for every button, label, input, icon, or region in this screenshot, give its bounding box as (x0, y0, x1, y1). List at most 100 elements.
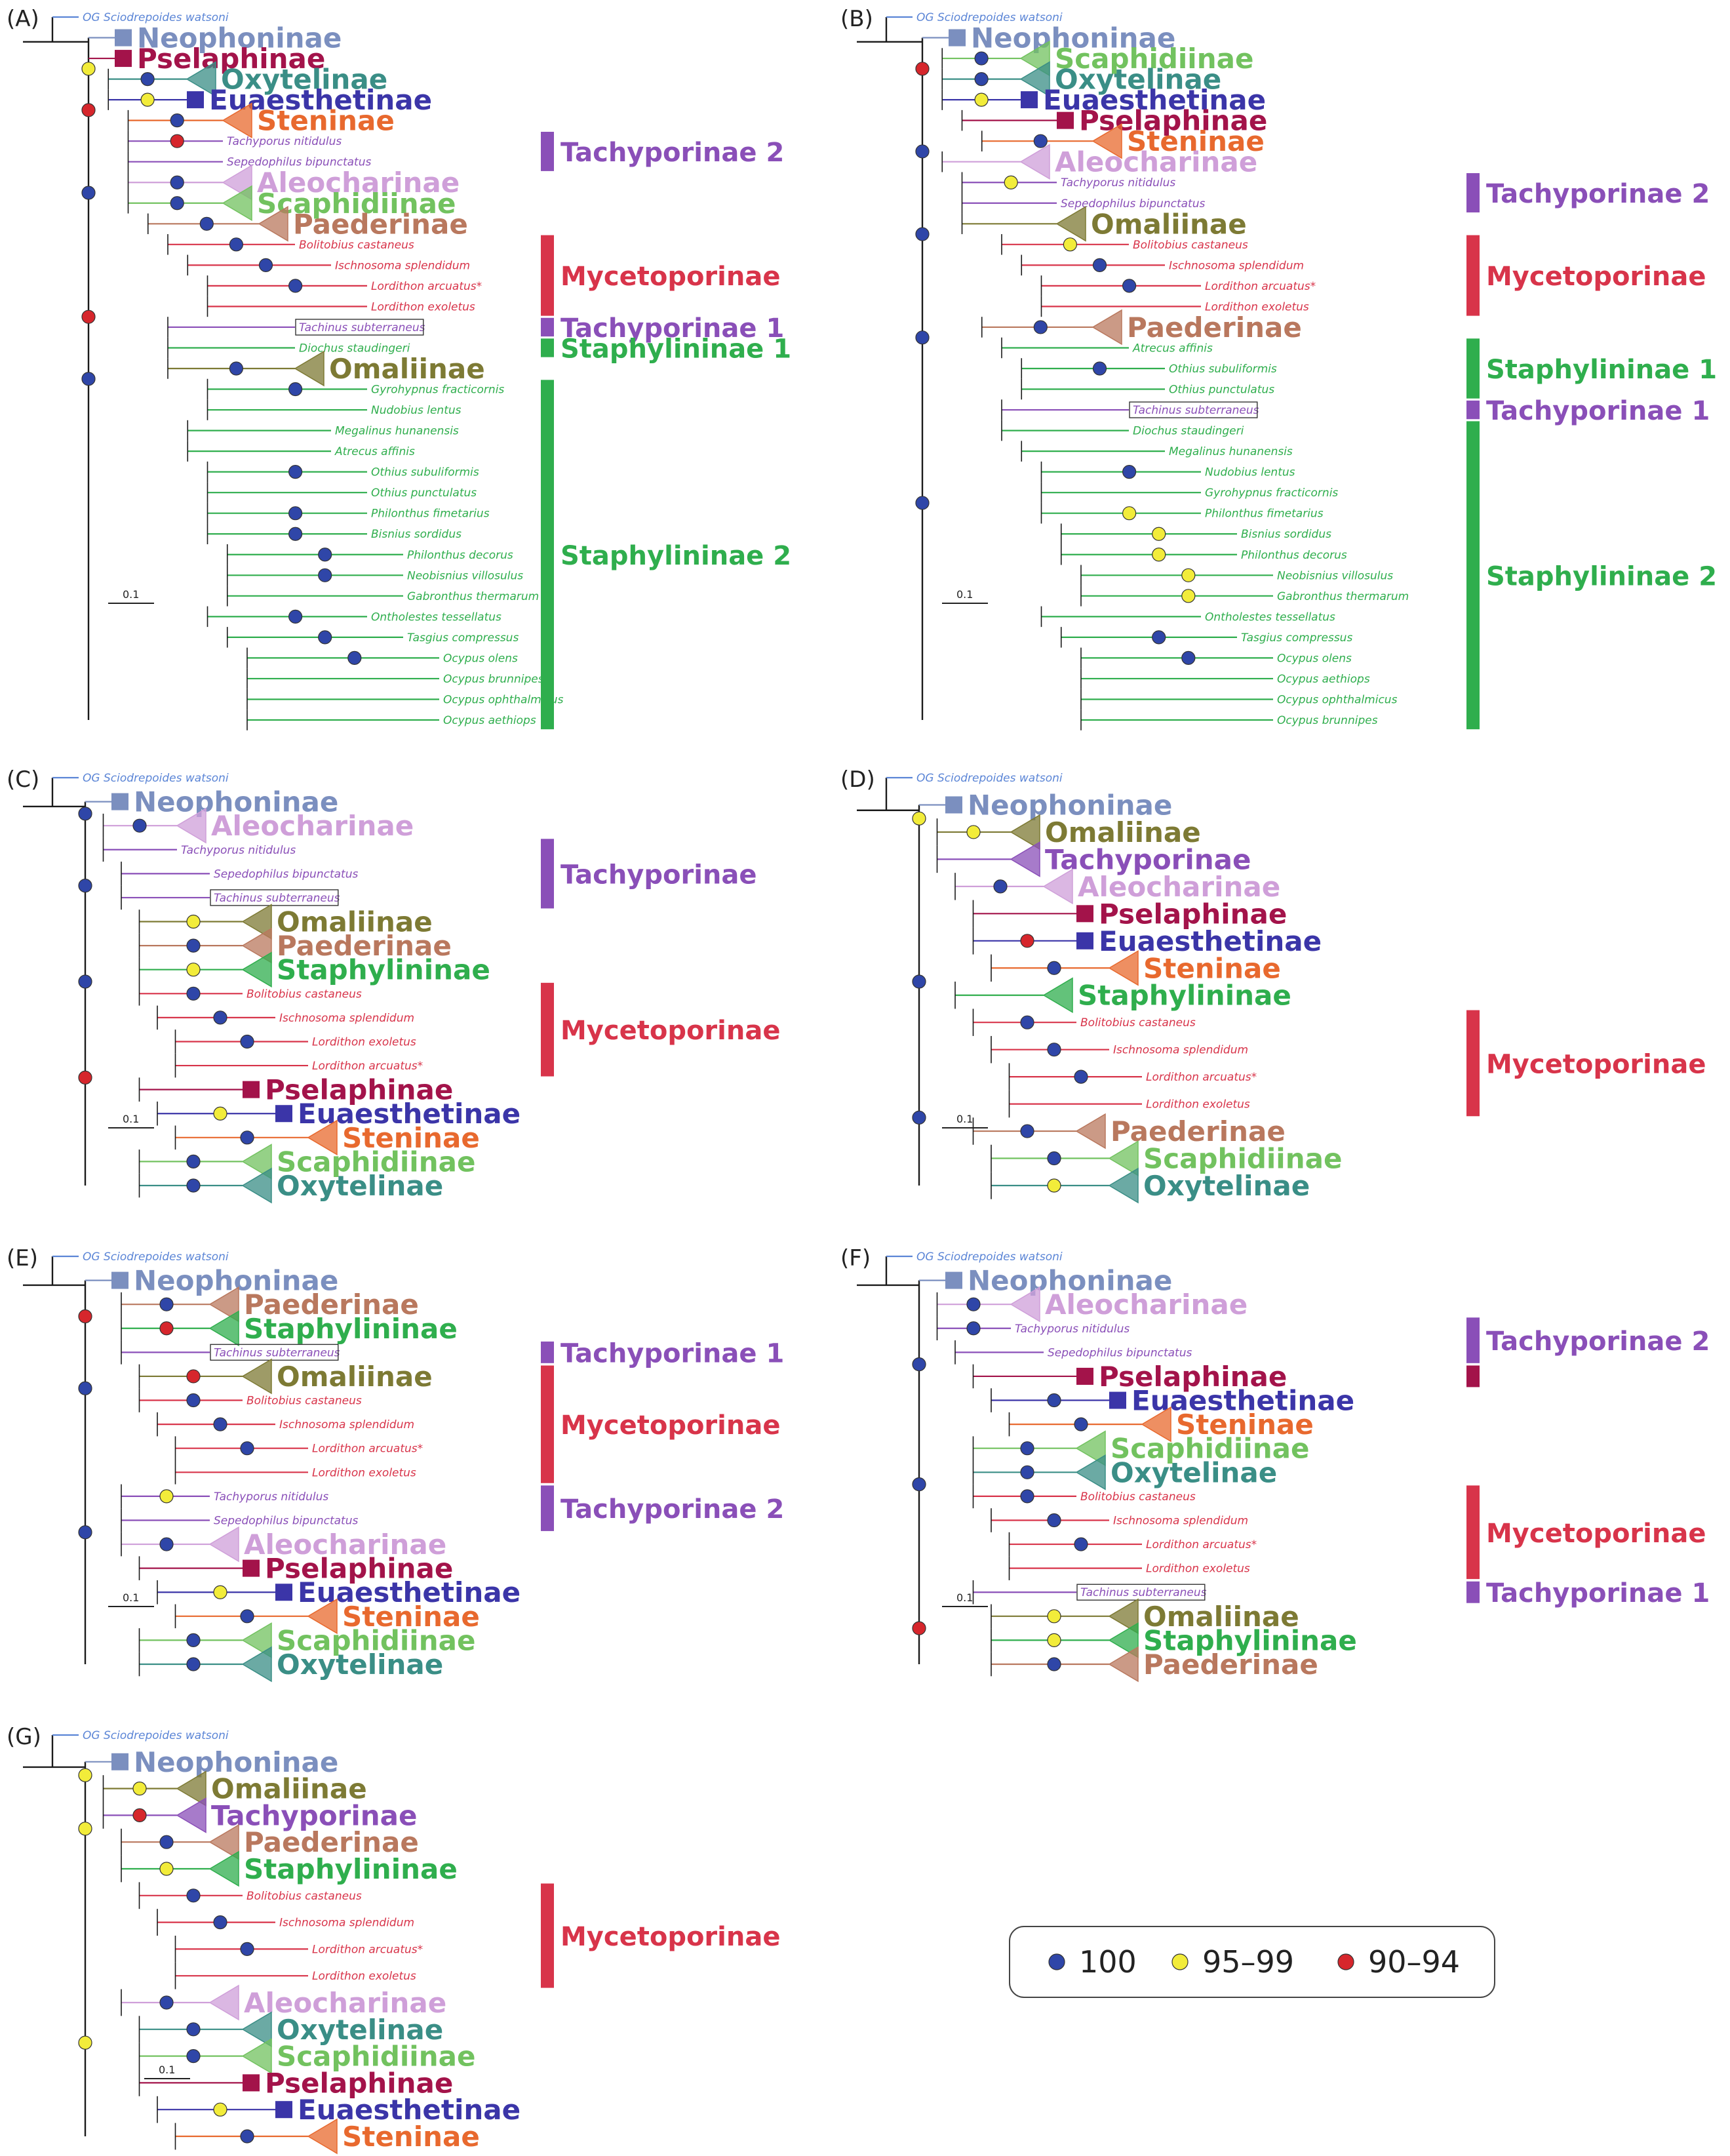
species-label: Nudobius lentus (371, 404, 462, 417)
clade-bar-label: Mycetoporinae (1486, 1519, 1706, 1549)
species-label: Philonthus fimetarius (371, 508, 490, 521)
clade-bar (1466, 421, 1480, 730)
clade-bar-label: Tachyporinae 1 (560, 313, 784, 344)
single-taxon-square (1109, 1391, 1126, 1409)
single-taxon-square (945, 796, 962, 814)
single-taxon-square (115, 29, 132, 47)
species-label: OG Sciodrepoides watsoni (916, 1250, 1063, 1264)
single-taxon-square (111, 1271, 128, 1289)
clade-label: Omaliinae (277, 1361, 433, 1393)
collapsed-clade-triangle (1141, 1406, 1171, 1443)
support-node (81, 372, 96, 386)
support-node (78, 1070, 92, 1085)
collapsed-clade-triangle (307, 1598, 338, 1635)
species-label: Othius subuliformis (371, 466, 479, 479)
species-label: Ischnosoma splendidum (1169, 259, 1304, 272)
clade-label: Neophoninae (134, 786, 338, 818)
support-node (199, 216, 214, 231)
support-node (974, 51, 989, 66)
collapsed-clade-triangle (1075, 1454, 1106, 1490)
clade-bar-label: Staphylininae 2 (560, 541, 791, 571)
support-node (240, 1034, 254, 1049)
support-node (81, 103, 96, 117)
species-label: Bisnius sordidus (371, 528, 462, 541)
clade-bar (541, 982, 554, 1077)
legend-label: 95–99 (1202, 1944, 1294, 1980)
species-label: Diochus staudingeri (299, 342, 410, 355)
collapsed-clade-triangle (186, 61, 216, 97)
clade-bar-label: Mycetoporinae (560, 262, 780, 292)
support-node (1047, 961, 1061, 975)
support-node (1033, 320, 1048, 334)
support-node (132, 1782, 147, 1796)
collapsed-clade-triangle (1010, 1286, 1040, 1323)
single-taxon-square (187, 91, 204, 109)
species-label: Bolitobius castaneus (1080, 1016, 1196, 1029)
single-taxon-square (1076, 932, 1093, 949)
legend-label: 100 (1079, 1944, 1137, 1980)
support-node (240, 1130, 254, 1145)
clade-label: Oxytelinae (221, 64, 387, 96)
collapsed-clade-triangle (1108, 1140, 1139, 1176)
collapsed-clade-triangle (307, 1119, 338, 1156)
support-node (159, 1321, 174, 1336)
clade-label: Oxytelinae (1111, 1456, 1277, 1488)
support-node (140, 92, 155, 107)
clade-label: Aleocharinae (1055, 146, 1257, 178)
species-label: Lordithon exoletus (312, 1466, 416, 1479)
collapsed-clade-triangle (1108, 1598, 1139, 1635)
collapsed-clade-triangle (208, 1984, 239, 2021)
collapsed-clade-triangle (1075, 1430, 1106, 1467)
species-label: Lordithon arcuatus* (1205, 280, 1316, 293)
tree-panel-g: (G)OG Sciodrepoides watsoniNeophoninaeOm… (7, 1724, 780, 2155)
species-label: Philonthus fimetarius (1205, 508, 1324, 521)
clade-label: Steninae (1176, 1408, 1314, 1441)
collapsed-clade-triangle (258, 205, 288, 242)
clade-label: Staphylininae (1143, 1624, 1357, 1656)
clade-bar (541, 839, 554, 909)
collapsed-clade-triangle (208, 1850, 239, 1887)
species-label: Atrecus affinis (334, 445, 415, 458)
support-node (170, 196, 184, 210)
legend-swatch (1337, 1953, 1354, 1970)
clade-bar-label: Staphylininae 1 (1486, 355, 1717, 385)
support-node (78, 1525, 92, 1540)
support-node (1020, 1489, 1034, 1504)
support-node (915, 330, 930, 345)
support-node (240, 1441, 254, 1456)
support-node (1092, 258, 1107, 272)
support-node (186, 1888, 201, 1903)
scale-label: 0.1 (159, 2064, 175, 2076)
species-label: Lordithon arcuatus* (1146, 1071, 1257, 1084)
panel-label: (B) (840, 6, 873, 32)
species-label: Philonthus decorus (407, 549, 513, 562)
support-node (186, 1393, 201, 1408)
support-node (132, 1808, 147, 1822)
support-node (213, 2102, 227, 2117)
support-node (81, 186, 96, 200)
species-label: Lordithon exoletus (1146, 1563, 1250, 1576)
scale-label: 0.1 (123, 1113, 139, 1125)
single-taxon-square (111, 793, 128, 810)
support-node (81, 62, 96, 76)
highlight-box (210, 1344, 339, 1361)
support-node (1152, 630, 1166, 645)
clade-bar (541, 1485, 554, 1531)
clade-label: Pselaphinae (265, 2067, 453, 2099)
clade-bar (1466, 1581, 1480, 1603)
clade-bar (541, 1341, 554, 1363)
clade-label: Scaphidiinae (277, 2041, 475, 2073)
species-label: Ischnosoma splendidum (279, 1917, 414, 1930)
support-node (1152, 548, 1166, 562)
single-taxon-square (1021, 91, 1038, 109)
clade-label: Paederinae (277, 930, 452, 962)
clade-bar (1466, 400, 1480, 420)
clade-bar (1466, 1010, 1480, 1117)
legend-label: 90–94 (1368, 1944, 1460, 1980)
clade-bar (541, 1883, 554, 1988)
legend-box (1009, 1926, 1495, 1998)
support-node (966, 825, 981, 839)
clade-bar (1466, 1317, 1480, 1363)
support-node (1047, 1393, 1061, 1408)
clade-label: Steninae (342, 1601, 480, 1633)
